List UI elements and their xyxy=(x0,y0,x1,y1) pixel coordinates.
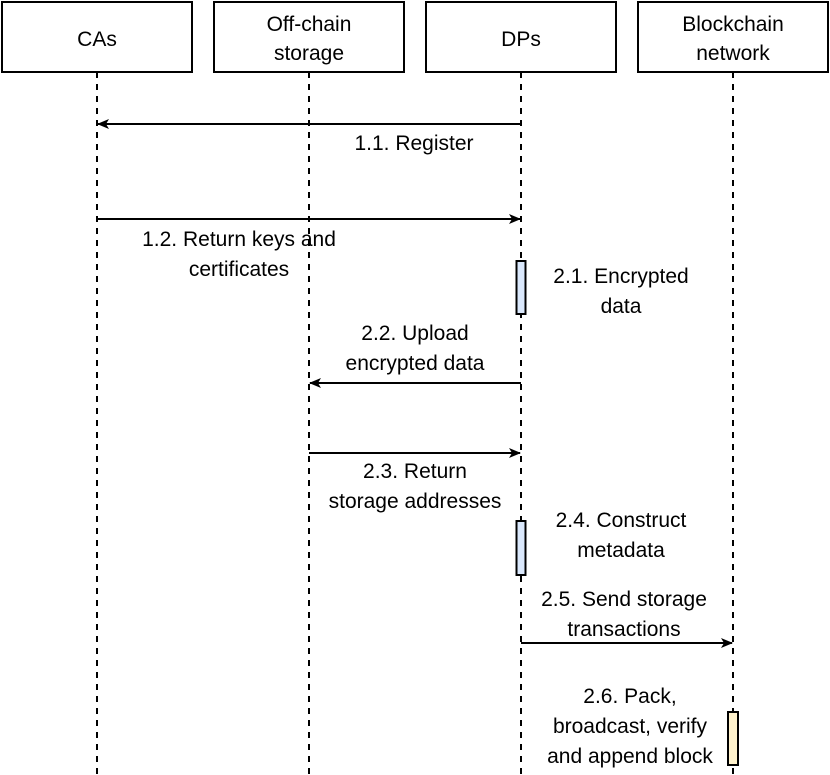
activation-label: broadcast, verify xyxy=(553,715,708,738)
activation-a24: 2.4. Construct metadata xyxy=(515,509,687,576)
message-label: 2.5. Send storage xyxy=(541,588,707,611)
activation-label: and append block xyxy=(547,745,713,768)
participant-box xyxy=(637,1,829,73)
participant-label: DPs xyxy=(501,28,541,51)
activation-bar xyxy=(515,520,527,576)
participant-label: Off-chain xyxy=(267,13,352,36)
message-label: transactions xyxy=(567,618,680,641)
activation-a21: 2.1. Encrypted data xyxy=(515,260,689,318)
participant-label: storage xyxy=(274,42,344,65)
participant-offchain: Off-chain storage xyxy=(213,1,405,73)
participant-label: Blockchain xyxy=(682,13,784,36)
message-m23: 2.3. Return storage addresses xyxy=(309,448,521,513)
activation-label: 2.1. Encrypted xyxy=(553,265,688,288)
participant-box xyxy=(1,1,193,73)
message-label: storage addresses xyxy=(329,490,502,513)
message-m22: 2.2. Upload encrypted data xyxy=(309,322,521,388)
activation-bar xyxy=(515,260,527,315)
participant-label: network xyxy=(696,42,770,65)
participant-cas: CAs xyxy=(1,1,193,73)
message-label: 2.2. Upload xyxy=(361,322,468,345)
participant-label: CAs xyxy=(77,28,117,51)
activation-label: 2.6. Pack, xyxy=(583,685,676,708)
activation-a26: 2.6. Pack, broadcast, verify and append bl… xyxy=(547,685,739,768)
message-label: certificates xyxy=(189,258,289,281)
activation-label: metadata xyxy=(577,539,665,562)
message-label: 1.2. Return keys and xyxy=(142,228,336,251)
activation-label: 2.4. Construct xyxy=(556,509,687,532)
participant-blockchain: Blockchain network xyxy=(637,1,829,73)
message-m25: 2.5. Send storage transactions xyxy=(521,588,733,648)
participant-box xyxy=(425,1,617,73)
activation-bar xyxy=(727,711,739,766)
message-m11: 1.1. Register xyxy=(97,119,521,155)
message-label: 1.1. Register xyxy=(354,132,473,155)
message-label: 2.3. Return xyxy=(363,460,467,483)
activation-label: data xyxy=(601,295,642,318)
participant-box xyxy=(213,1,405,73)
message-m12: 1.2. Return keys and certificates xyxy=(97,214,521,281)
message-label: encrypted data xyxy=(346,352,485,375)
participant-dps: DPs xyxy=(425,1,617,73)
